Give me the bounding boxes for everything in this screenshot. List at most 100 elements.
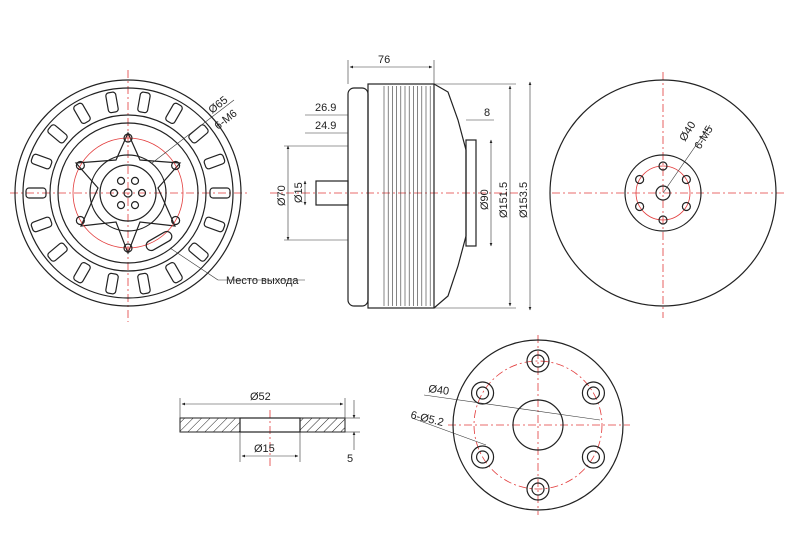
adapter-section-right [299, 417, 346, 433]
front-hub-hole [130, 176, 140, 185]
front-pcd-circle [72, 137, 184, 249]
front-cooling-slot [165, 102, 183, 124]
rear-outer-rim [549, 79, 777, 307]
front-leader-d65 [151, 99, 235, 164]
front-spider [74, 131, 182, 255]
plan-hole-outer [470, 381, 495, 405]
plan-mount-holes [470, 349, 606, 501]
plan-leader-holes [411, 417, 487, 446]
side-dim-d90: Ø90 [479, 189, 491, 210]
plan-pcd-circle [473, 360, 603, 490]
front-hub-center-hole [123, 188, 133, 198]
side-cooling-fins [383, 86, 431, 306]
plan-leader-d40 [423, 394, 601, 421]
side-dim-24-9: 24.9 [315, 120, 336, 132]
side-front-cap [347, 87, 369, 307]
front-hub-hole [116, 201, 126, 210]
front-hub-outer [89, 154, 167, 232]
front-cooling-slot [137, 91, 151, 114]
adapter-section-view: Ø52 Ø15 5 [179, 391, 360, 468]
front-cooling-slot [137, 272, 151, 295]
plan-hole-outer [526, 477, 550, 501]
front-hub-hole [109, 188, 119, 198]
front-hub-inner [99, 164, 157, 222]
plan-hole-inner [531, 482, 545, 496]
front-bolt-hole [171, 215, 181, 226]
plan-hole-inner [531, 354, 545, 368]
side-rear-bell [433, 83, 467, 309]
side-stator-body [367, 83, 435, 309]
adapter-dim-d52: Ø52 [250, 391, 271, 403]
front-bolt-hole [123, 133, 133, 143]
front-bolt-hole [123, 243, 133, 253]
front-cooling-slot [165, 262, 183, 284]
front-cooling-slot [209, 187, 231, 199]
adapter-bore [239, 417, 301, 433]
front-cooling-slots [25, 91, 231, 295]
front-bolt-hole [75, 160, 85, 171]
plan-hole-outer [470, 445, 495, 469]
plan-hole-inner [475, 386, 490, 400]
front-hub-hole [130, 201, 140, 210]
side-dim-d15: Ø15 [293, 182, 305, 203]
front-cooling-slot [105, 272, 119, 295]
front-view: Ø65 6-M6 Место выхода [10, 70, 305, 322]
plan-hole-inner [586, 386, 601, 400]
front-outer-rim [14, 79, 242, 307]
side-dim-d70: Ø70 [276, 185, 288, 206]
front-hub-hole [137, 188, 147, 198]
front-cooling-slot [203, 153, 226, 170]
front-rim-slots-inner [49, 114, 207, 272]
side-dim-8: 8 [484, 107, 490, 119]
front-hub-hole [116, 176, 126, 185]
front-cable-exit-slot [145, 230, 173, 252]
adapter-dim-thickness: 5 [347, 453, 353, 465]
plan-outer-disc [452, 339, 624, 511]
plan-hole-inner [475, 450, 490, 464]
plan-hole-outer [581, 445, 606, 469]
adapter-dim-d15: Ø15 [254, 443, 275, 455]
rear-bolt-hole [658, 161, 668, 171]
rear-bolt-hole [681, 174, 691, 185]
front-label-exit: Место выхода [226, 275, 299, 287]
front-cooling-slot [203, 216, 226, 233]
front-cooling-slot [47, 124, 68, 144]
side-view: 76 26.9 24.9 8 Ø70 Ø15 Ø90 Ø151.5 Ø153.5 [270, 54, 532, 311]
front-cooling-slot [105, 91, 119, 114]
rear-bolt-holes [635, 161, 691, 225]
front-cooling-slot [30, 153, 53, 170]
rear-bolt-hole [635, 174, 645, 185]
adapter-plan-view: Ø40 6-Ø5.2 [409, 335, 630, 515]
plan-hole-inner [586, 450, 601, 464]
front-bolt-hole [171, 160, 181, 171]
side-dim-76: 76 [378, 54, 390, 66]
rear-bolt-hole [658, 215, 668, 225]
side-dim-d153-5: Ø153.5 [518, 182, 530, 218]
side-rear-mount [465, 139, 477, 247]
rear-bolt-hole [635, 201, 645, 212]
side-dim-d151-5: Ø151.5 [498, 182, 510, 218]
front-hub-plate [57, 122, 199, 264]
front-inner-holes [109, 176, 147, 210]
front-bolt-hole [75, 215, 85, 226]
rear-bolt-hole [681, 201, 691, 212]
front-bolt-holes [75, 133, 181, 253]
plan-center-bore [512, 399, 564, 451]
front-cooling-slot [73, 102, 91, 124]
plan-dim-d40: Ø40 [428, 383, 450, 398]
front-cooling-slot [73, 262, 91, 284]
adapter-section-left [179, 417, 241, 433]
side-dim-26-9: 26.9 [315, 102, 336, 114]
rear-hub [624, 154, 702, 232]
front-cooling-slot [47, 242, 68, 262]
plan-hole-outer [526, 349, 550, 373]
plan-hole-outer [581, 381, 606, 405]
front-cooling-slot [188, 124, 209, 144]
front-leader-exit [169, 247, 219, 281]
plan-dim-holes: 6-Ø5.2 [409, 409, 445, 429]
front-cooling-slot [25, 187, 47, 199]
front-rim-inner [22, 87, 234, 299]
rear-center-bore [655, 185, 671, 201]
front-cooling-slot [188, 242, 209, 262]
